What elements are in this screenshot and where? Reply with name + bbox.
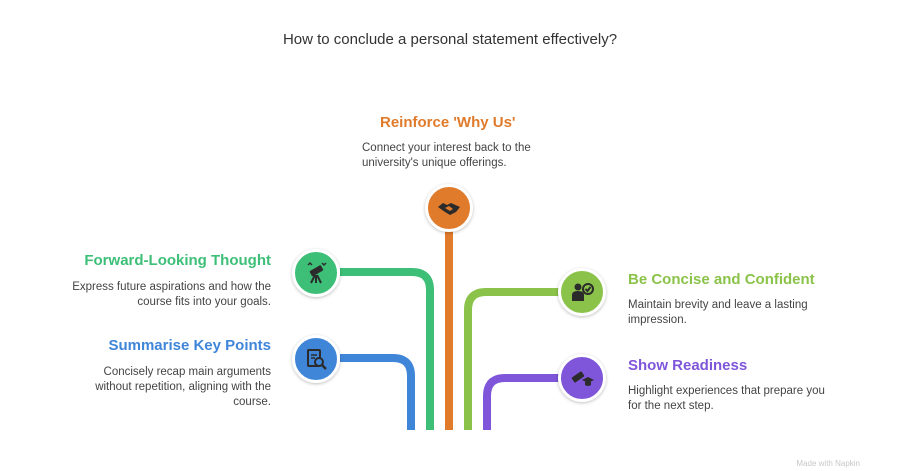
- concise-description: Maintain brevity and leave a lasting imp…: [628, 299, 808, 326]
- why-us-node: [425, 184, 473, 232]
- person-check-icon: [572, 283, 594, 301]
- line-lime: [464, 288, 560, 430]
- telescope-icon: [307, 261, 327, 284]
- readiness-node: [558, 354, 606, 402]
- why-us-heading: Reinforce 'Why Us': [380, 114, 516, 131]
- concise-heading: Be Concise and Confident: [628, 271, 815, 288]
- watermark: Made with Napkin: [796, 459, 860, 468]
- page-title: How to conclude a personal statement eff…: [282, 31, 618, 48]
- handshake-icon: [438, 203, 460, 215]
- document-search-icon: [307, 349, 327, 370]
- forward-node: [292, 249, 340, 297]
- summarise-node: [292, 335, 340, 383]
- line-green: [340, 268, 434, 430]
- concise-node: [558, 268, 606, 316]
- readiness-heading: Show Readiness: [628, 357, 748, 374]
- summarise-heading: Summarise Key Points: [108, 337, 271, 354]
- forward-heading: Forward-Looking Thought: [84, 252, 271, 269]
- readiness-description: Highlight experiences that prepare you f…: [628, 385, 825, 412]
- why-us-description: Connect your interest back to the univer…: [362, 142, 531, 169]
- diploma-cap-icon: [571, 371, 594, 386]
- line-purple: [483, 374, 560, 430]
- forward-description: Express future aspirations and how the c…: [72, 281, 271, 308]
- line-blue: [340, 354, 415, 430]
- summarise-description: Concisely recap main arguments without r…: [95, 366, 271, 408]
